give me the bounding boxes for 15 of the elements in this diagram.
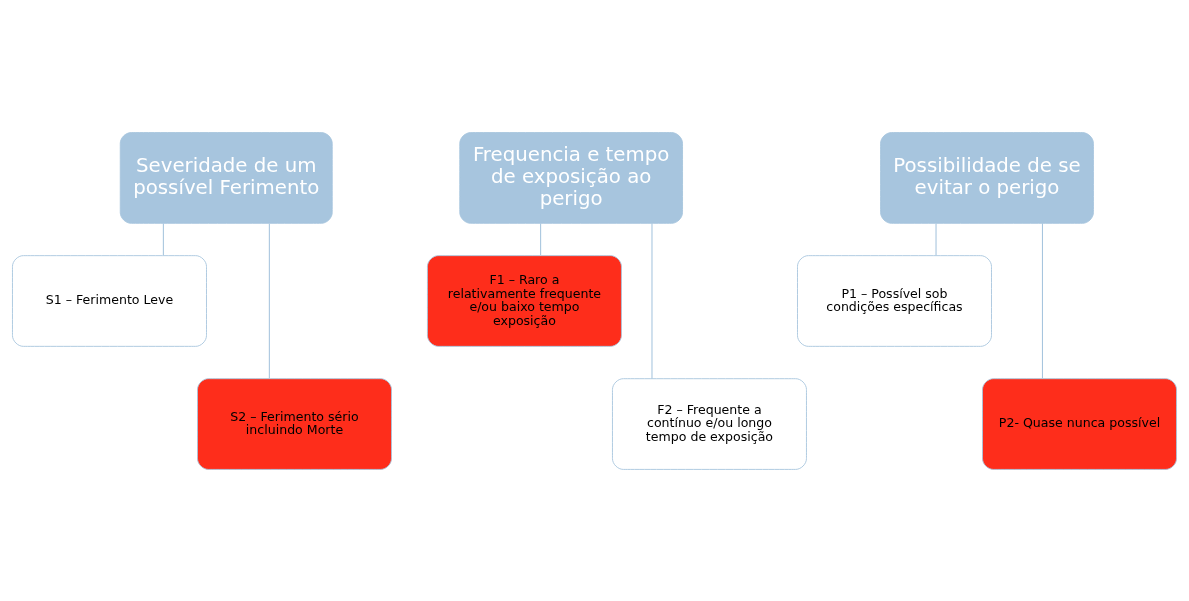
node-box: P1 – Possível sob condições específicas xyxy=(797,254,992,347)
node-box: Possibilidade de se evitar o perigo xyxy=(880,131,1094,224)
node-box: S2 – Ferimento sério incluindo Morte xyxy=(197,377,392,470)
connector xyxy=(1041,222,1043,379)
node-box: Frequencia e tempo de exposição ao perigo xyxy=(459,131,683,224)
node-box: F2 – Frequente a contínuo e/ou longo tempo de exposição xyxy=(612,377,807,470)
node-box: S1 – Ferimento Leve xyxy=(12,254,207,347)
connector xyxy=(268,222,270,379)
connector xyxy=(935,222,937,256)
connector xyxy=(162,222,164,256)
connector xyxy=(540,222,542,256)
node-box: P2- Quase nunca possível xyxy=(982,377,1177,470)
connector xyxy=(651,222,653,379)
node-box: F1 – Raro a relativamente frequente e/ou baixo tempo exposição xyxy=(427,254,622,347)
node-box: Severidade de um possível Ferimento xyxy=(119,131,333,224)
